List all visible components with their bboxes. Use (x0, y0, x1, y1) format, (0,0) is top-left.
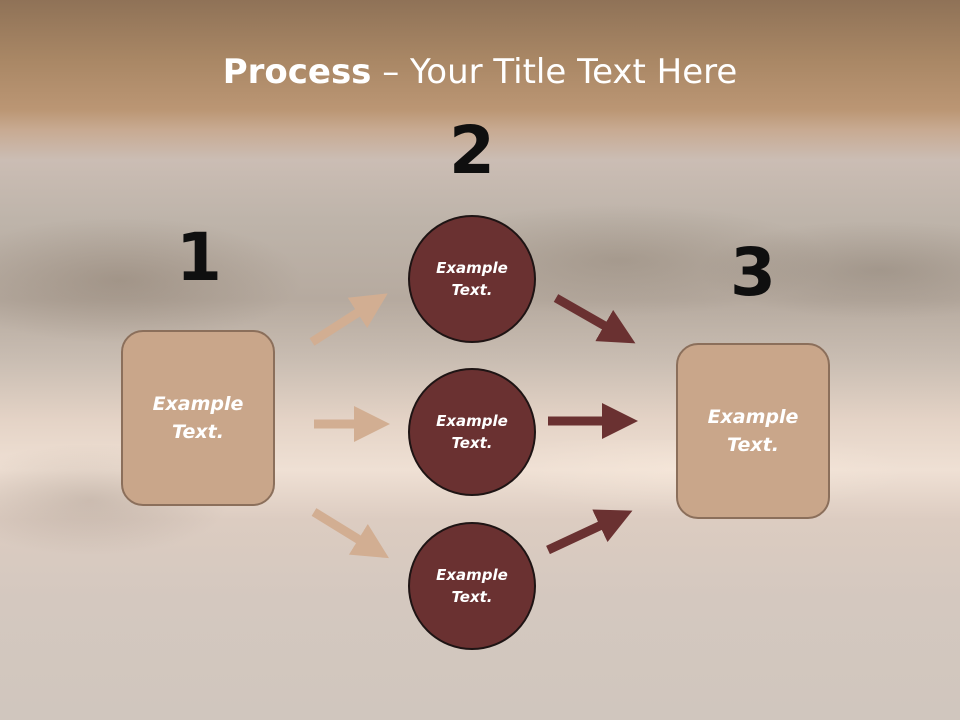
source-box-line2: Text. (172, 421, 224, 443)
middle-circle-2: Example Text. (408, 368, 536, 496)
arrow-from-circle-3 (546, 509, 633, 555)
circle-2-line2: Text. (451, 434, 493, 452)
source-box-line1: Example (152, 392, 244, 415)
target-box-line1: Example (707, 405, 799, 428)
circle-1-line2: Text. (451, 281, 493, 299)
title-rest: – Your Title Text Here (371, 52, 738, 92)
title-bold: Process (222, 52, 372, 92)
step-number-3: 3 (730, 234, 776, 311)
slide-title: Process – Your Title Text Here (0, 52, 960, 92)
circle-1-line1: Example (436, 258, 508, 277)
circle-3-line1: Example (436, 565, 508, 584)
arrow-to-circle-3 (311, 508, 389, 559)
circle-3-line2: Text. (451, 588, 493, 606)
circle-2-line1: Example (436, 411, 508, 430)
middle-circle-3: Example Text. (408, 522, 536, 650)
source-box: Example Text. (121, 330, 275, 506)
target-box-line2: Text. (727, 434, 779, 456)
step-number-2: 2 (449, 112, 495, 189)
middle-circle-1: Example Text. (408, 215, 536, 343)
target-box: Example Text. (676, 343, 830, 519)
arrow-to-circle-1 (309, 293, 388, 346)
step-number-1: 1 (176, 219, 222, 296)
arrow-from-circle-1 (553, 294, 636, 344)
